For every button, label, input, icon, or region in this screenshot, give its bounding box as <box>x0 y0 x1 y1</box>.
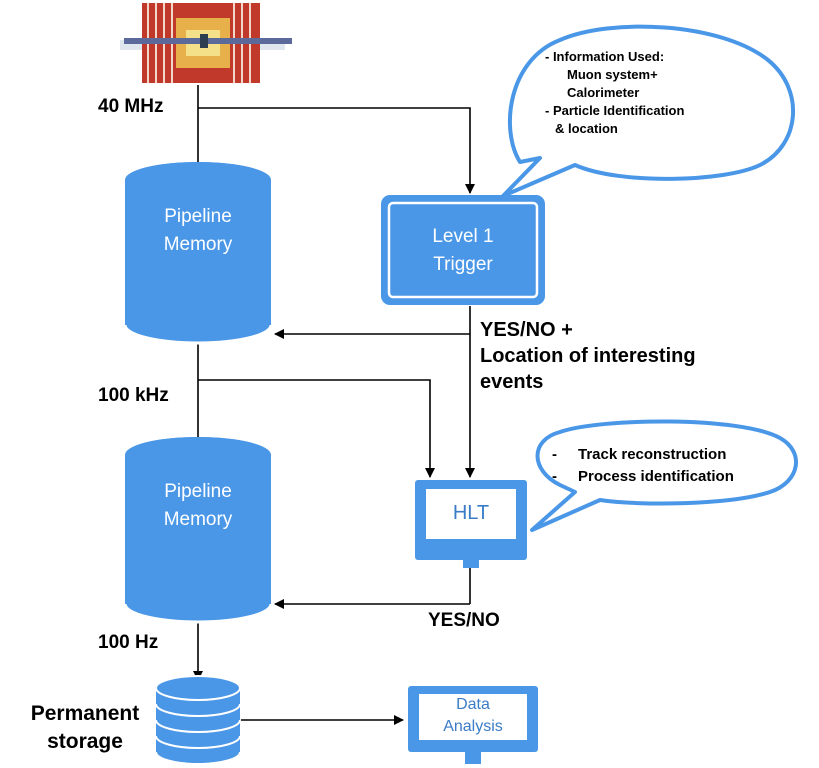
rate-40mhz: 40 MHz <box>98 96 164 117</box>
hlt-monitor <box>415 480 527 568</box>
rate-100khz: 100 kHz <box>98 385 169 406</box>
pipeline-memory-2-label: Pipeline Memory <box>163 481 233 530</box>
l1-bubble-text: - Information Used: Muon system+ Calorim… <box>545 49 685 136</box>
hlt-bubble-bullet-2: -Process identification <box>552 468 734 485</box>
l1-speech-bubble <box>501 24 796 198</box>
data-analysis-label: Data Analysis <box>443 696 503 735</box>
level1-trigger-box <box>381 195 545 305</box>
hlt-speech-bubble <box>530 419 798 532</box>
hlt-output-label: YES/NO <box>428 610 500 631</box>
pipeline-memory-1-cylinder <box>123 162 273 345</box>
l1-output-label: YES/NO + Location of interesting events <box>480 319 696 393</box>
pipeline-memory-2-cylinder <box>123 437 273 624</box>
rate-100hz: 100 Hz <box>98 632 159 653</box>
data-analysis-monitor <box>408 686 538 764</box>
hlt-label: HLT <box>452 502 490 524</box>
hlt-bubble-text: -Track reconstruction -Process identific… <box>552 444 734 488</box>
hlt-bubble-bullet-1: -Track reconstruction <box>552 446 727 463</box>
level1-trigger-label: Level 1 Trigger <box>432 226 494 275</box>
pipeline-memory-1-label: Pipeline Memory <box>163 206 233 255</box>
storage-disk-stack <box>155 675 241 765</box>
detector-image <box>120 3 292 83</box>
permanent-storage-label: Permanent storage <box>30 702 140 753</box>
